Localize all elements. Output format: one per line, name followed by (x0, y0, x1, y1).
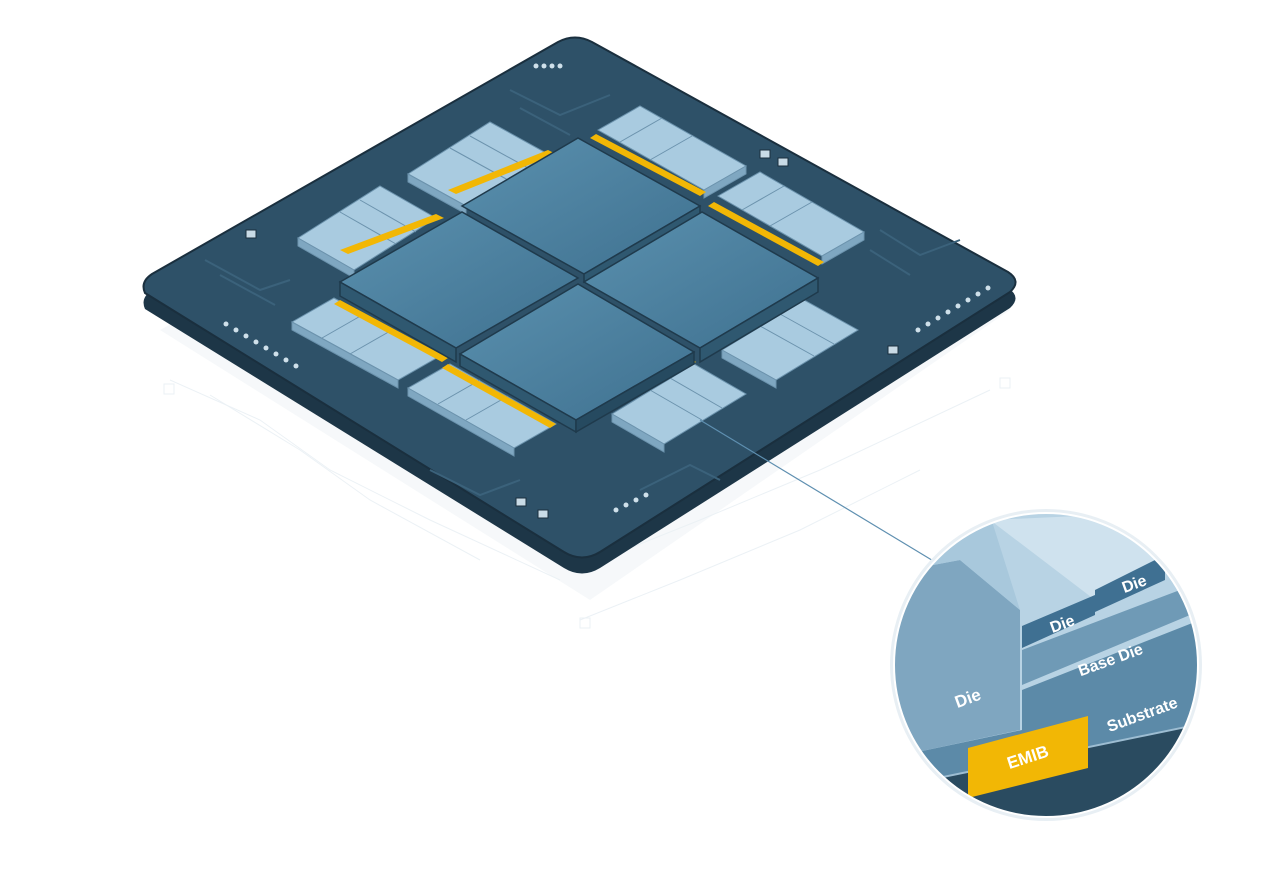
chiplet-stack-7 (721, 299, 859, 389)
compute-tile-bottom (458, 283, 696, 434)
base-die-layer (1022, 590, 1190, 685)
die-block-middle (1022, 595, 1095, 648)
callout-line (699, 419, 941, 566)
chiplet-stack-8 (611, 363, 747, 453)
chiplet-stack-2 (297, 185, 437, 279)
die-block-upper (1095, 555, 1165, 612)
chiplet-stack-3 (596, 105, 748, 199)
compute-tile-left (338, 211, 580, 364)
cross-section-magnifier: Die Die Die Base Die Substrate EMIB (890, 509, 1202, 821)
large-die-block (894, 560, 1020, 760)
substrate-layer (894, 620, 1198, 817)
emib-block (968, 716, 1088, 798)
hbm-chiplets (290, 105, 866, 457)
compute-tiles (338, 137, 820, 434)
compute-tile-right (582, 211, 820, 364)
